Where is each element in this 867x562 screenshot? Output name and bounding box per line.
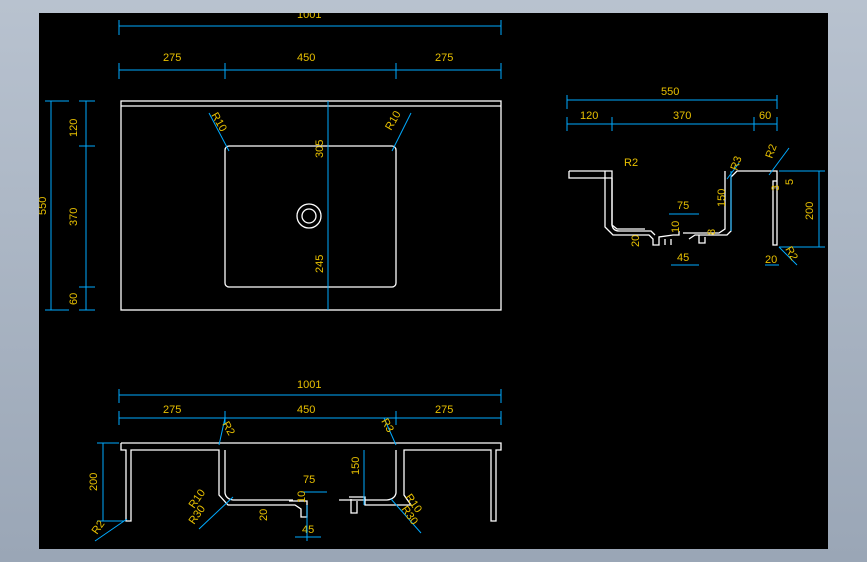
side-150-label: 150 [716,189,728,207]
side-45-label: 45 [677,252,689,264]
depth-top-label: 120 [68,119,80,137]
front-seg-mid-label: 450 [297,404,315,416]
side-overall-label: 550 [661,86,679,98]
front-inner-profile [224,450,397,514]
drain-305-label: 305 [314,140,326,158]
side-r-left-label: R2 [624,157,638,169]
side-75-label: 75 [677,200,689,212]
side-seg-c-label: 60 [759,110,771,122]
front-20-label: 20 [258,509,270,521]
side-3-label: 3 [770,185,782,191]
front-seg-left-label: 275 [163,404,181,416]
side-20-label: 20 [630,235,642,247]
drain-outer [296,203,322,229]
radius-right-leader [391,112,412,152]
front-overall-label: 1001 [297,379,321,391]
seg-left-label: 275 [163,52,181,64]
front-10-label: 10 [296,491,308,503]
top-view-basin [224,145,397,288]
overall-width-label: 1001 [297,13,321,21]
side-r-top-label: R2 [764,143,780,160]
depth-bottom-label: 60 [68,293,80,305]
side-seg-a-label: 120 [580,110,598,122]
side-drain-stub [664,235,706,245]
front-view: 1001 275 450 275 75 150 [88,379,502,542]
front-r-foot-leader [94,518,128,542]
side-8-label: 8 [706,229,718,235]
front-150-label: 150 [350,457,362,475]
cad-canvas[interactable]: 305 245 1001 275 450 275 550 [39,13,828,549]
front-r-top-right-leader [383,417,397,446]
side-200-label: 200 [804,202,816,220]
top-view: 305 245 1001 275 450 275 550 [39,13,502,311]
side-seg-b-label: 370 [673,110,691,122]
front-profile [120,442,502,522]
front-r-top-left-leader [218,417,226,446]
seg-mid-label: 450 [297,52,315,64]
drain-inner [301,208,317,224]
side-view: 550 120 370 60 75 150 [566,86,825,266]
front-seg-right-label: 275 [435,404,453,416]
front-r-right-leader [390,498,422,534]
drawing-svg: 305 245 1001 275 450 275 550 [39,13,825,542]
top-view-outline [120,100,502,311]
side-inner-profile [611,171,726,236]
side-r-inner-leader [726,162,740,180]
radius-right-label: R10 [383,109,403,132]
side-r-top-leader [768,147,790,176]
side-r-inner-label: R3 [729,155,745,172]
front-r-top-left-label: R2 [219,420,236,438]
drain-245-label: 245 [314,255,326,273]
depth-total-label: 550 [39,197,49,215]
front-r-top-right-label: R3 [378,417,395,435]
side-r-bottom-leader [778,246,798,266]
side-5-label: 5 [784,179,796,185]
front-75-label: 75 [303,474,315,486]
front-200-label: 200 [88,473,100,491]
radius-left-leader [208,112,230,152]
radius-left-label: R10 [208,111,228,134]
side-20w-label: 20 [765,254,777,266]
front-45-label: 45 [302,524,314,536]
seg-right-label: 275 [435,52,453,64]
front-r-left-leader [198,496,234,530]
depth-mid-label: 370 [68,208,80,226]
side-10-label: 10 [670,221,682,233]
